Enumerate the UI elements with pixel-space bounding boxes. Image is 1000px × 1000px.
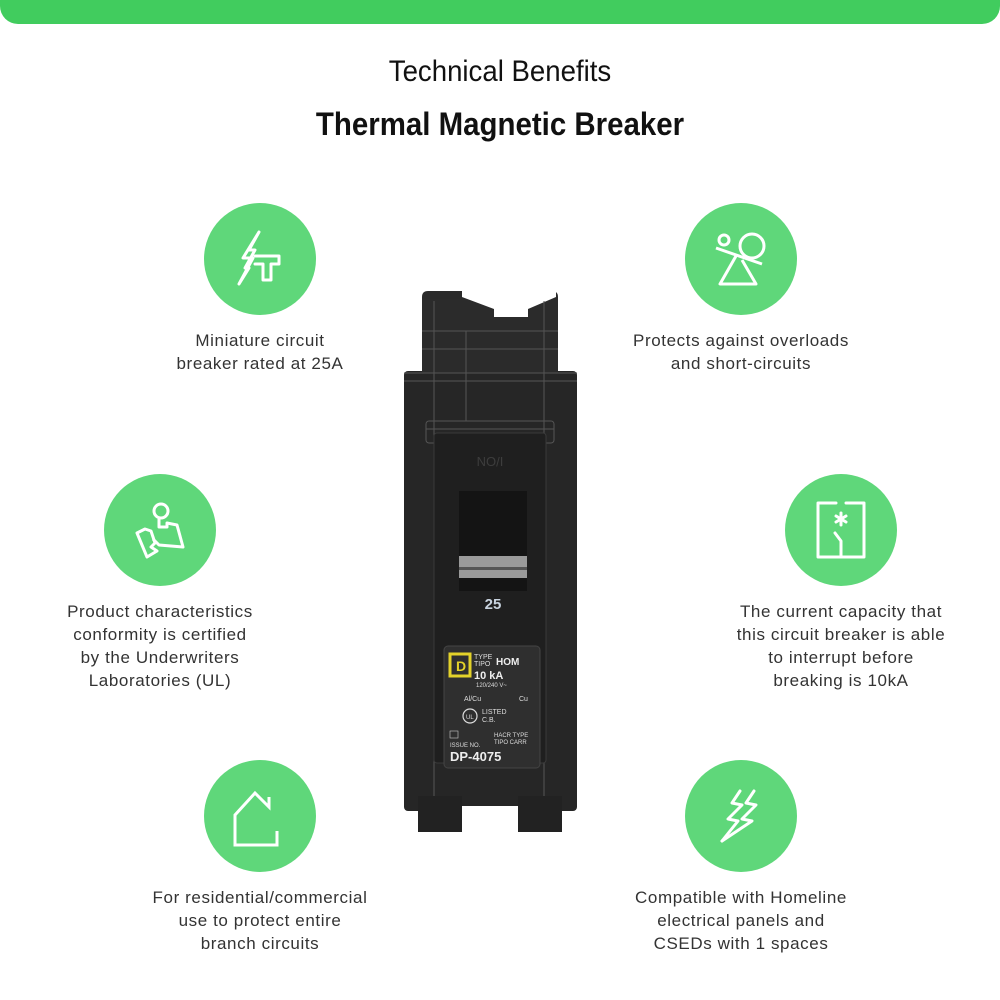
double-lightning-icon <box>720 789 758 843</box>
feature-residential-use: For residential/commercial use to protec… <box>110 760 410 955</box>
svg-text:C.B.: C.B. <box>482 717 496 724</box>
feature-icon-circle <box>685 760 797 872</box>
feature-text-line: Protects against overloads <box>633 331 849 350</box>
feature-icon-circle <box>785 474 897 586</box>
svg-text:TIPO: TIPO <box>474 661 491 668</box>
circuit-interrupt-icon <box>816 501 866 559</box>
svg-text:Al/Cu: Al/Cu <box>464 696 481 703</box>
svg-text:HACR TYPE: HACR TYPE <box>494 733 528 739</box>
feature-text-line: use to protect entire <box>178 911 342 930</box>
svg-text:10 kA: 10 kA <box>474 670 503 682</box>
feature-text-line: this circuit breaker is able <box>736 625 946 644</box>
svg-text:TIPO CARR: TIPO CARR <box>494 740 527 746</box>
feature-icon-circle <box>204 203 316 315</box>
feature-icon-circle <box>104 474 216 586</box>
page-subtitle: Technical Benefits <box>388 55 612 88</box>
feature-text-line: The current capacity that <box>739 602 943 621</box>
feature-text-line: Product characteristics <box>67 602 253 621</box>
feature-interrupt-capacity: The current capacity that this circuit b… <box>691 474 991 692</box>
svg-text:120/240 V~: 120/240 V~ <box>476 683 507 689</box>
svg-text:ISSUE NO.: ISSUE NO. <box>450 743 481 749</box>
feature-icon-circle <box>685 203 797 315</box>
feature-rating: Miniature circuit breaker rated at 25A <box>110 203 410 375</box>
feature-text-line: conformity is certified <box>73 625 247 644</box>
feature-ul-certification: Product characteristics conformity is ce… <box>10 474 310 692</box>
page-title: Thermal Magnetic Breaker <box>315 106 685 142</box>
feature-text-line: by the Underwriters <box>80 648 240 667</box>
feature-icon-circle <box>204 760 316 872</box>
feature-text-line: branch circuits <box>200 934 320 953</box>
feature-text-line: and short-circuits <box>670 354 812 373</box>
house-icon <box>233 790 279 847</box>
feature-text-line: breaking is 10kA <box>773 671 909 690</box>
feature-text-line: Miniature circuit <box>195 331 325 350</box>
lightning-plug-icon <box>237 230 281 286</box>
certificate-person-icon <box>135 502 185 559</box>
feature-text-line: breaker rated at 25A <box>176 354 344 373</box>
feature-protection: Protects against overloads and short-cir… <box>591 203 891 375</box>
svg-text:D: D <box>456 658 466 674</box>
feature-text-line: electrical panels and <box>657 911 825 930</box>
seesaw-balance-icon <box>715 232 766 286</box>
top-accent-bar <box>0 0 1000 24</box>
svg-text:UL: UL <box>466 715 474 721</box>
feature-text-line: Compatible with Homeline <box>635 888 847 907</box>
feature-compatibility: Compatible with Homeline electrical pane… <box>591 760 891 955</box>
svg-text:LISTED: LISTED <box>482 709 507 716</box>
on-marking: I/ON <box>477 454 504 469</box>
circuit-breaker-image: I/ON 25 D TYPE TIPO HOM 10 kA 120/240 V~… <box>404 291 577 837</box>
feature-text-line: CSEDs with 1 spaces <box>653 934 829 953</box>
feature-text-line: For residential/commercial <box>152 888 368 907</box>
amp-rating: 25 <box>485 596 502 613</box>
svg-text:DP-4075: DP-4075 <box>450 749 501 764</box>
svg-text:HOM: HOM <box>496 657 519 668</box>
feature-text-line: to interrupt before <box>768 648 914 667</box>
svg-text:Cu: Cu <box>519 696 528 703</box>
feature-text-line: Laboratories (UL) <box>88 671 232 690</box>
svg-text:TYPE: TYPE <box>474 654 493 661</box>
